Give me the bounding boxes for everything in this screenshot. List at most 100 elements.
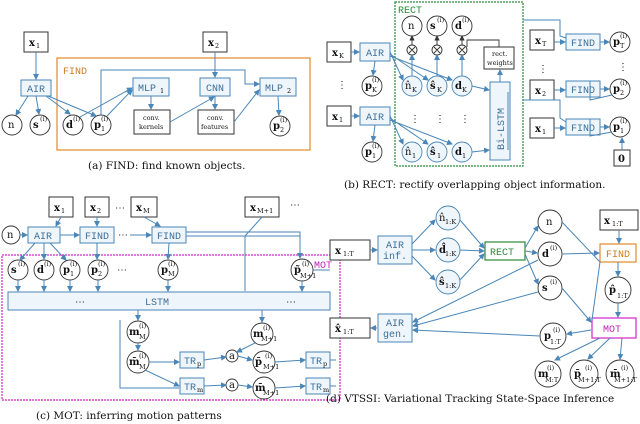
svg-text:1:K: 1:K [445,218,456,226]
svg-text:1: 1 [101,125,105,133]
svg-text:⋯: ⋯ [118,230,128,241]
svg-text:inf.: inf. [383,251,407,263]
svg-text:M+1: M+1 [263,389,279,397]
svg-text:T: T [620,42,625,50]
svg-text:conv.: conv. [207,114,224,122]
svg-text:(i): (i) [550,244,558,252]
svg-text:1: 1 [339,116,343,124]
svg-text:FIND: FIND [606,250,630,261]
svg-text:x: x [54,203,61,214]
svg-text:m̄: m̄ [129,357,140,368]
svg-text:a: a [229,351,235,362]
svg-text:(i): (i) [18,260,26,268]
svg-text:M: M [139,363,146,371]
svg-text:1: 1 [462,152,466,160]
svg-text:AIR: AIR [366,49,384,60]
svg-text:p: p [544,331,551,342]
find-region-label: FIND [63,67,87,78]
svg-text:a: a [229,380,235,391]
svg-text:x: x [90,203,97,214]
node-x2-label: x [208,38,215,49]
svg-text:M+1: M+1 [300,272,316,280]
svg-text:1: 1 [160,87,164,95]
caption-b: (b) RECT: rectify overlapping object inf… [344,179,605,191]
node-d [62,114,84,136]
svg-text:1: 1 [372,152,376,160]
svg-text:s: s [430,21,436,32]
svg-text:⋯: ⋯ [290,200,300,211]
svg-text:1:K: 1:K [445,282,456,290]
svg-text:M+1: M+1 [263,363,279,371]
svg-text:1:K: 1:K [445,250,456,258]
svg-text:p: p [613,37,620,48]
svg-text:d: d [37,265,44,276]
svg-text:x: x [535,36,542,47]
svg-text:K: K [412,86,417,94]
svg-text:ŝ: ŝ [439,277,445,288]
svg-text:TR: TR [310,357,322,368]
svg-text:weights: weights [487,59,513,67]
node-xT [529,29,555,51]
svg-text:CNN: CNN [206,84,224,95]
mot-region-label: MOT [314,261,332,272]
caption-d: (d) VTSSI: Variational Tracking State-Sp… [326,393,614,405]
svg-text:M+1: M+1 [257,207,273,215]
svg-text:2: 2 [280,126,284,134]
node-pK [361,75,383,97]
svg-text:p: p [63,265,70,276]
node-n [1,114,23,136]
node-n1 [401,141,423,163]
svg-text:FIND: FIND [571,86,595,97]
svg-text:2: 2 [98,270,102,278]
svg-text:1: 1 [70,270,74,278]
node-x1-label: x [29,38,36,49]
svg-text:1: 1 [437,152,441,160]
svg-text:(i): (i) [168,260,176,268]
svg-text:K: K [437,86,442,94]
svg-text:n̂: n̂ [439,213,446,224]
svg-text:1: 1 [412,152,416,160]
svg-text:kernels: kernels [139,123,163,131]
svg-text:AIR: AIR [34,232,52,243]
svg-text:m: m [538,369,549,380]
node-sK-d [435,269,461,295]
svg-text:1: 1 [61,207,65,215]
svg-text:AIR: AIR [386,319,404,330]
svg-text:m: m [323,386,329,394]
svg-text:(i): (i) [620,117,628,125]
bilstm-label: Bi-LSTM [496,108,508,150]
svg-text:(i): (i) [263,324,271,332]
svg-text:d: d [542,249,549,260]
svg-text:(i): (i) [44,260,52,268]
svg-text:p̄: p̄ [255,357,262,368]
svg-text:n: n [7,230,14,241]
svg-text:n̂: n̂ [405,81,412,92]
svg-text:features: features [201,123,228,131]
node-s [29,114,51,136]
svg-text:(i): (i) [101,115,109,123]
svg-text:p: p [613,122,620,133]
panel-b-rect: RECT x K ⋮ x 1 AIR AIR p (i) K p (i) 1 n… [326,1,631,191]
node-pT [609,31,631,53]
svg-text:s: s [542,283,548,294]
svg-text:AIR: AIR [366,113,384,124]
node-s1 [426,141,448,163]
svg-text:FIND: FIND [85,232,109,243]
svg-text:x: x [604,216,611,227]
svg-text:m: m [197,386,203,394]
svg-text:n: n [408,21,415,32]
svg-text:(i): (i) [372,76,380,84]
svg-text:x: x [250,203,257,214]
svg-text:1:T: 1:T [343,250,354,258]
svg-text:gen.: gen. [383,330,407,341]
svg-text:⋯: ⋯ [75,297,85,308]
svg-text:(i): (i) [302,260,310,268]
svg-text:AIR: AIR [386,241,404,252]
svg-text:(i): (i) [553,326,561,334]
node-p1-b [361,141,383,163]
svg-text:p: p [94,120,101,131]
svg-text:x: x [332,48,339,59]
svg-text:2: 2 [97,207,101,215]
air-label: AIR [27,85,45,96]
